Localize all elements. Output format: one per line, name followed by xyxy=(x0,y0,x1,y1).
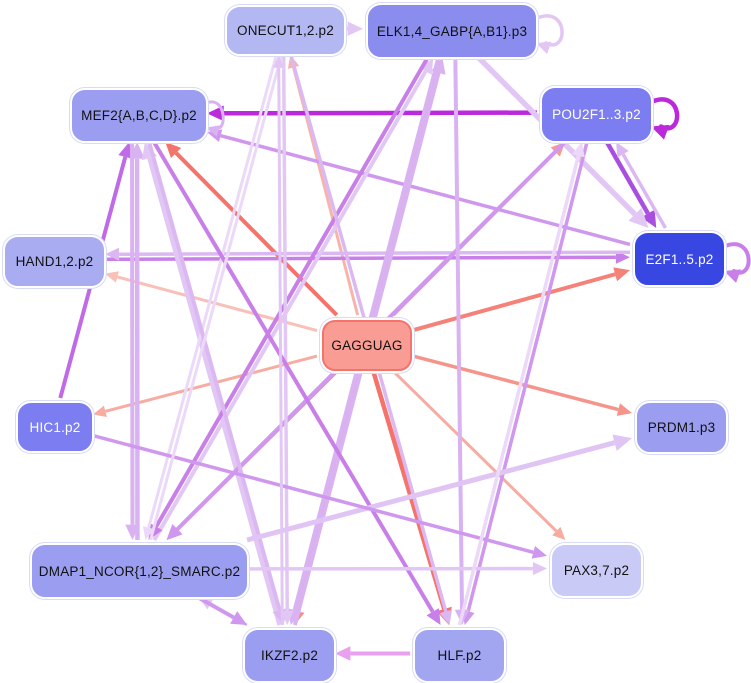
edge-pou-dmap-arrowhead xyxy=(166,524,183,540)
edge-loop-e2f xyxy=(721,242,751,275)
edge-hand-e2f xyxy=(104,255,616,262)
node-label: PAX3,7.p2 xyxy=(563,563,630,578)
node-label: ELK1,4_GABP{A,B1}.p3 xyxy=(376,23,528,39)
edge-elk-hlf xyxy=(453,57,464,610)
edge-dmap-ikzf xyxy=(198,596,235,620)
edge-hlf-pou-arrowhead xyxy=(572,142,585,158)
edge-ikzf-mef2 xyxy=(147,157,282,626)
edge-onecut-ikzf-arrowhead xyxy=(280,610,294,625)
edge-elk-e2f-arrowhead xyxy=(628,207,649,228)
edge-gag-mef2-arrowhead xyxy=(165,142,182,159)
edge-hic-pax xyxy=(92,433,534,554)
node-pax[interactable]: PAX3,7.p2 xyxy=(552,545,641,596)
node-elk[interactable]: ELK1,4_GABP{A,B1}.p3 xyxy=(368,5,536,57)
edge-loop-mef2-arrowhead xyxy=(206,125,220,137)
edge-mef2-dmap-arrowhead xyxy=(125,524,140,540)
node-dmap[interactable]: DMAP1_NCOR{1,2}_SMARC.p2 xyxy=(32,545,247,597)
edge-loop-pou-arrowhead xyxy=(651,124,670,140)
node-hand[interactable]: HAND1,2.p2 xyxy=(5,237,104,286)
edge-mef2-ikzf xyxy=(147,141,282,611)
edge-dmap-elk xyxy=(152,70,428,542)
edge-dmap-onecut xyxy=(149,66,280,541)
node-label: PRDM1.p3 xyxy=(647,420,716,435)
edge-e2f-hand-arrowhead xyxy=(105,247,120,261)
edge-loop-e2f-arrowhead xyxy=(724,269,741,283)
node-label: E2F1..5.p2 xyxy=(645,251,714,267)
edge-gag-prdm-arrowhead xyxy=(616,403,632,416)
node-prdm[interactable]: PRDM1.p3 xyxy=(637,403,726,452)
edge-pou-mef2-arrowhead xyxy=(207,105,224,122)
edge-onecut-ikzf xyxy=(281,54,289,611)
edge-loop-elk xyxy=(533,14,564,47)
edge-hic-mef2-arrowhead xyxy=(118,142,133,159)
edge-mef2-hlf xyxy=(152,140,435,613)
edge-dmap-pax-arrowhead xyxy=(532,562,547,576)
edge-e2f-hand xyxy=(119,250,631,256)
node-label: MEF2{A,B,C,D}.p2 xyxy=(81,108,197,123)
edge-pou-e2f xyxy=(604,140,650,215)
edge-mef2-hlf-arrowhead xyxy=(426,608,441,625)
edge-gag-pax-arrowhead xyxy=(552,526,566,540)
edge-onecut-hlf-arrowhead xyxy=(439,609,453,625)
node-onecut[interactable]: ONECUT1,2.p2 xyxy=(227,7,344,54)
edge-gag-mef2 xyxy=(174,151,339,317)
node-label: DMAP1_NCOR{1,2}_SMARC.p2 xyxy=(38,563,241,579)
edge-e2f-mef2-arrowhead xyxy=(207,129,223,143)
edge-ikzf-onecut-arrowhead xyxy=(272,55,285,68)
edge-onecut-dmap xyxy=(147,54,278,529)
edge-gag-hand-arrowhead xyxy=(105,271,119,283)
edge-gag-e2f xyxy=(412,272,616,333)
node-gag[interactable]: GAGGUAG xyxy=(322,320,412,371)
edge-pou-e2f-arrowhead xyxy=(641,209,657,228)
edge-e2f-pou-arrowhead xyxy=(616,142,629,158)
edge-pou-mef2 xyxy=(223,110,538,116)
node-label: POU2F1..3.p2 xyxy=(552,107,641,122)
node-pou[interactable]: POU2F1..3.p2 xyxy=(542,88,651,141)
edge-dmap-ikzf-arrowhead xyxy=(230,611,248,625)
edge-gag-hic-arrowhead xyxy=(93,405,107,418)
node-hic[interactable]: HIC1.p2 xyxy=(18,403,92,451)
edge-elk-dmap xyxy=(154,56,430,528)
edge-onecut-dmap-arrowhead xyxy=(142,526,155,540)
edge-e2f-pou xyxy=(621,153,667,229)
node-mef2[interactable]: MEF2{A,B,C,D}.p2 xyxy=(72,90,206,141)
edge-hic-pax-arrowhead xyxy=(531,545,547,559)
edge-dmap-prdm-arrowhead xyxy=(612,434,632,451)
node-label: IKZF2.p2 xyxy=(260,648,319,663)
node-hlf[interactable]: HLF.p2 xyxy=(415,630,504,681)
edge-gag-pax xyxy=(393,370,558,533)
edge-gag-e2f-arrowhead xyxy=(613,267,630,282)
edge-hlf-pou xyxy=(457,155,581,626)
edge-dmap-prdm xyxy=(246,440,616,543)
node-label: HAND1,2.p2 xyxy=(15,254,94,269)
node-label: HIC1.p2 xyxy=(29,419,81,435)
node-label: HLF.p2 xyxy=(437,648,482,663)
edge-onecut-elk-arrowhead xyxy=(347,21,363,36)
edge-loop-elk-arrowhead xyxy=(536,41,552,54)
edge-gag-prdm xyxy=(412,354,619,412)
edge-ikzf-onecut xyxy=(277,67,284,626)
edge-pou-hlf xyxy=(466,141,589,612)
node-label: ONECUT1,2.p2 xyxy=(237,23,334,38)
edge-dmap-elk-arrowhead xyxy=(419,58,434,75)
edge-hlf-ikzf-arrowhead xyxy=(335,646,351,661)
node-e2f[interactable]: E2F1..5.p2 xyxy=(635,233,724,285)
edge-loop-pou xyxy=(647,97,680,131)
node-ikzf[interactable]: IKZF2.p2 xyxy=(245,630,334,681)
node-label: GAGGUAG xyxy=(331,338,403,353)
